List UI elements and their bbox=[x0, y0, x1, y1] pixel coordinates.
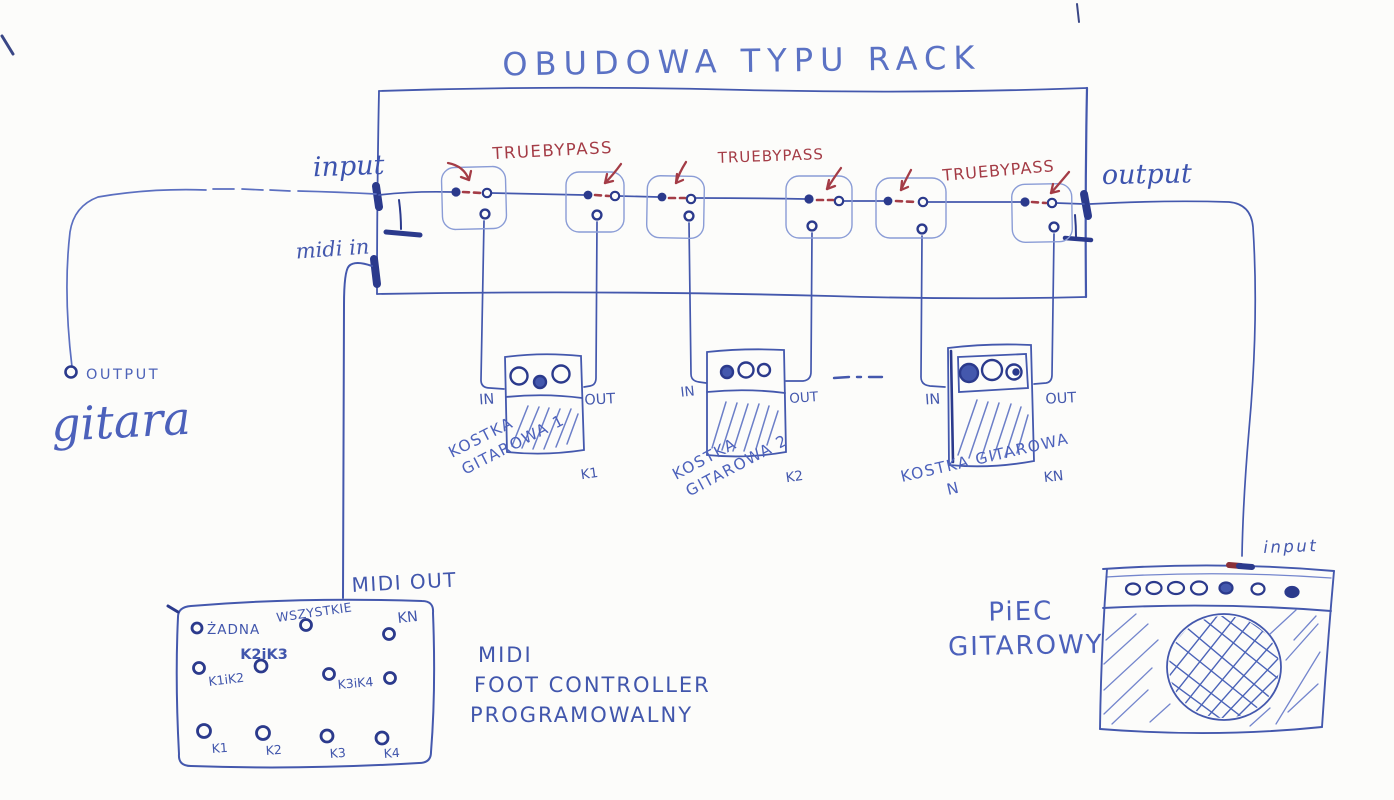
controller-caption: MIDI FOOT CONTROLLER PROGRAMOWALNY bbox=[470, 643, 711, 727]
rack-signal-wires bbox=[378, 190, 1257, 557]
controller-label-kn: KN bbox=[397, 609, 419, 627]
switch-send-terminals bbox=[479, 208, 1060, 235]
rack-jacks bbox=[370, 182, 1092, 288]
caption-line-programowalny: PROGRAMOWALNY bbox=[470, 703, 693, 727]
switch-input-terminals bbox=[451, 187, 1030, 207]
button-k1ik2-left-icon bbox=[192, 661, 206, 675]
button-zadna-icon bbox=[190, 621, 204, 635]
controller-buttons bbox=[190, 618, 397, 746]
controller-midi-out-label: MIDI OUT bbox=[351, 568, 458, 597]
pedal-1-switch-key: K1 bbox=[580, 465, 600, 483]
diagram-title: OBUDOWA TYPU RACK bbox=[502, 39, 981, 84]
bypass-dash-contacts bbox=[461, 190, 1048, 205]
controller-label-k1: K1 bbox=[211, 740, 228, 756]
pedal-n-name-line2: N bbox=[945, 478, 962, 498]
amp-speaker-icon bbox=[1166, 613, 1282, 721]
rack-output-jack-icon bbox=[1080, 190, 1092, 220]
guitar-name-label: gitara bbox=[50, 391, 192, 452]
amp-input-label: input bbox=[1263, 536, 1319, 557]
pedal-n-out-label: OUT bbox=[1045, 390, 1077, 408]
button-wszystkie-icon bbox=[299, 618, 313, 632]
amp-name-line1: PiEC bbox=[988, 596, 1053, 627]
bypass-arrow-icons bbox=[446, 160, 1071, 195]
button-k2-icon bbox=[255, 725, 271, 741]
rack-midi-in-jack-icon bbox=[370, 255, 381, 288]
pedal-1-hatch bbox=[511, 405, 579, 450]
amp-name-line2: GITAROWY bbox=[948, 630, 1104, 663]
guitar-cable bbox=[66, 188, 377, 368]
controller-outline bbox=[175, 598, 436, 769]
rack-input-jack-icon bbox=[372, 182, 383, 211]
rack-input-label: input bbox=[312, 150, 385, 183]
more-pedals-ellipsis bbox=[832, 375, 884, 380]
caption-line-foot-controller: FOOT CONTROLLER bbox=[474, 673, 711, 697]
controller-label-k3ik4: K3iK4 bbox=[337, 674, 374, 692]
pedal-n-switch-key: KN bbox=[1043, 468, 1064, 486]
pedal-patch-wires bbox=[480, 220, 1055, 390]
amp-body-hatch bbox=[1103, 609, 1321, 727]
midi-foot-controller: MIDI OUT ŻADNA WSZYSTKIE KN K2iK3 K1iK2 … bbox=[166, 568, 458, 769]
guitar-jack-label: OUTPUT bbox=[86, 367, 160, 383]
guitar-output-jack-icon bbox=[64, 365, 78, 379]
pedal-2-out-label: OUT bbox=[789, 389, 820, 407]
pedal-2-hatch bbox=[711, 401, 779, 452]
pedal-2-switch-key: K2 bbox=[785, 468, 805, 486]
controller-label-k2ik3: K2iK3 bbox=[240, 647, 288, 663]
midi-wire bbox=[342, 262, 373, 599]
button-k1-icon bbox=[196, 723, 212, 739]
rack-midi-in-label: midi in bbox=[295, 234, 370, 263]
plug-symbols bbox=[383, 199, 1094, 243]
controller-label-k3: K3 bbox=[329, 745, 346, 761]
amp-input-jack-icon bbox=[1226, 562, 1255, 570]
bypass-label: TRUEBYPASS bbox=[717, 145, 825, 167]
pedal-2-in-label: IN bbox=[680, 383, 696, 400]
button-k3ik4-right-icon bbox=[383, 671, 397, 685]
pedal-n-in-label: IN bbox=[925, 392, 941, 409]
button-k2ik3-icon bbox=[253, 658, 269, 674]
controller-label-k1ik2: K1iK2 bbox=[208, 670, 245, 689]
pedal-n-hatch bbox=[957, 399, 1029, 460]
pedal-1-out-label: OUT bbox=[584, 391, 616, 409]
button-k4-icon bbox=[374, 730, 390, 746]
bypass-switches bbox=[440, 160, 1073, 243]
switch-output-terminals bbox=[481, 187, 1058, 209]
controller-label-k4: K4 bbox=[383, 745, 400, 761]
controller-label-k2: K2 bbox=[265, 742, 282, 758]
scan-artifacts bbox=[0, 3, 1080, 56]
button-k3-icon bbox=[319, 728, 335, 744]
controller-label-zadna: ŻADNA bbox=[207, 620, 260, 638]
amp-knob-icons bbox=[1124, 580, 1300, 599]
caption-line-midi: MIDI bbox=[478, 643, 533, 667]
button-kn-icon bbox=[382, 627, 396, 641]
rack-output-label: output bbox=[1102, 158, 1193, 191]
button-k3ik4-left-icon bbox=[322, 667, 336, 681]
pedal-1-in-label: IN bbox=[479, 392, 495, 409]
